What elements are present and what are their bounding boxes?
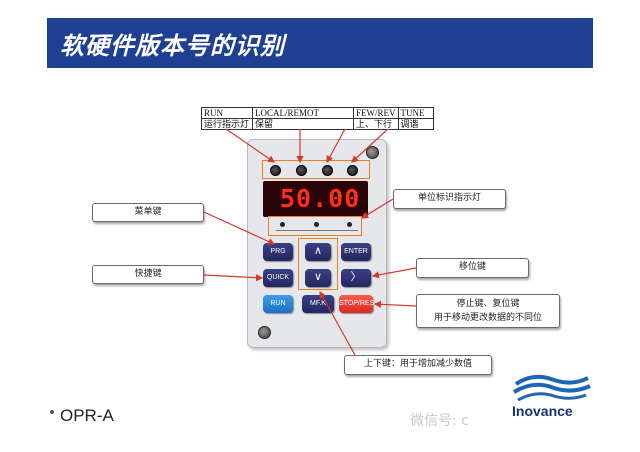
wechat-watermark: 微信号: c xyxy=(410,413,469,429)
lcd-display xyxy=(263,181,368,217)
up-down-highlight-box xyxy=(298,238,338,290)
header-bar xyxy=(47,18,593,68)
table-cell: TUNE xyxy=(397,107,434,119)
menu-key-callout: 菜单键 xyxy=(92,203,204,222)
fwd-rev-led-icon xyxy=(322,165,333,176)
arrow-menu-key xyxy=(203,211,276,245)
brand-name: Inovance xyxy=(512,403,573,419)
table-cell: 调谐 xyxy=(397,118,434,130)
table-cell: 保留 xyxy=(252,118,354,130)
tune-led-icon xyxy=(347,165,358,176)
bullet-dot xyxy=(50,410,54,414)
screw-icon xyxy=(366,146,379,159)
unit-a-led-icon xyxy=(314,222,319,227)
up-down-key-callout: 上下键：用于增加减少数值 xyxy=(344,355,492,375)
arrow-tune xyxy=(351,128,389,163)
unit-indicator-callout: 单位标识指示灯 xyxy=(393,189,506,209)
stop-reset-callout-line2: 用于移动更改数据的不同位 xyxy=(433,313,542,323)
arrow-up-down xyxy=(319,290,356,356)
mfk-button[interactable]: MF.K xyxy=(302,295,334,313)
stop-reset-callout: 停止键、复位键 用于移动更改数据的不同位 xyxy=(416,294,560,328)
run-button[interactable]: RUN xyxy=(263,295,293,313)
quick-key-callout: 快捷键 xyxy=(92,265,204,284)
page-title: 软硬件版本号的识别 xyxy=(60,32,285,60)
arrow-quick-key xyxy=(203,274,264,282)
arrow-unit xyxy=(360,198,394,219)
led-highlight-box xyxy=(262,160,370,179)
unit-divider xyxy=(276,230,358,231)
table-row: RUN LOCAL/REMOT FEW/REV TUNE xyxy=(201,107,434,119)
arrow-run xyxy=(225,128,275,163)
stop-reset-button[interactable]: STOP/RES xyxy=(339,295,374,313)
up-arrow-button[interactable]: ∧ xyxy=(305,243,331,261)
prg-button[interactable]: PRG xyxy=(263,243,293,261)
screw-icon xyxy=(258,326,271,339)
display-value: 50.00 xyxy=(280,184,361,213)
shift-key-callout: 移位键 xyxy=(416,258,529,278)
unit-hz-led-icon xyxy=(280,222,285,227)
enter-button[interactable]: ENTER xyxy=(341,243,371,261)
stop-reset-callout-line1: 停止键、复位键 xyxy=(456,299,520,309)
arrow-fwd xyxy=(326,128,346,164)
indicator-table: RUN LOCAL/REMOT FEW/REV TUNE 运行指示灯 保留 上、… xyxy=(201,107,434,130)
inovance-logo-icon xyxy=(512,374,591,402)
unit-v-led-icon xyxy=(347,222,352,227)
arrow-stop-reset xyxy=(373,300,417,308)
model-label: OPR-A xyxy=(60,406,114,425)
run-led-icon xyxy=(270,165,281,176)
arrow-shift xyxy=(371,267,417,279)
table-cell: 上、下行 xyxy=(353,118,399,130)
shift-button[interactable]: 〉 xyxy=(341,269,371,287)
quick-button[interactable]: QUICK xyxy=(263,269,293,287)
local-remote-led-icon xyxy=(296,165,307,176)
down-arrow-button[interactable]: ∨ xyxy=(305,269,331,287)
unit-highlight-box xyxy=(268,216,362,236)
